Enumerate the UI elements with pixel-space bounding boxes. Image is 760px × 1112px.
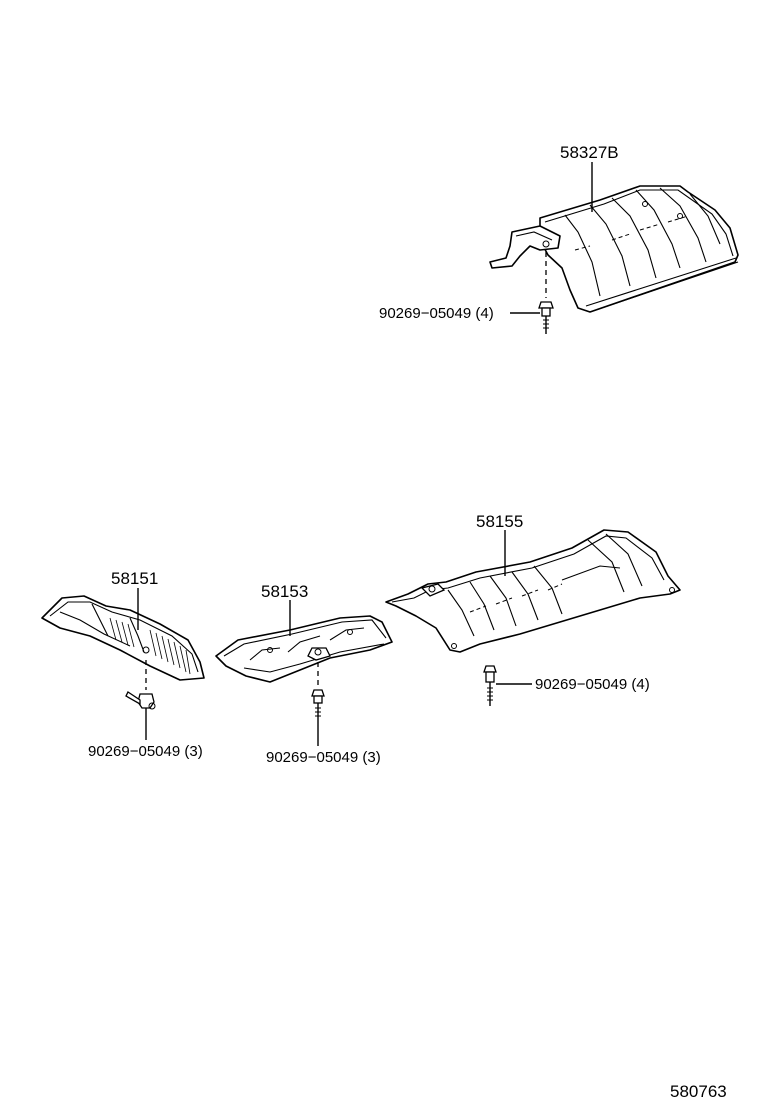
part-58153-illustration xyxy=(215,615,393,683)
illustration-number: 580763 xyxy=(670,1082,727,1101)
label-bolt-58153: 90269−05049 (3) xyxy=(266,749,381,766)
label-bolt-58327b: 90269−05049 (4) xyxy=(379,305,494,322)
label-58151: 58151 xyxy=(111,569,158,588)
label-bolt-58151: 90269−05049 (3) xyxy=(88,743,203,760)
hatching-58151 xyxy=(109,617,191,675)
label-58153: 58153 xyxy=(261,582,308,601)
part-58155-illustration xyxy=(385,529,681,653)
part-58327b-illustration xyxy=(489,185,739,313)
bolt-58153 xyxy=(311,662,325,722)
bolt-58151 xyxy=(125,660,156,710)
label-58327b: 58327B xyxy=(560,143,619,162)
label-58155: 58155 xyxy=(476,512,523,531)
bolt-58155 xyxy=(483,665,497,706)
label-bolt-58155: 90269−05049 (4) xyxy=(535,676,650,693)
part-58151-illustration xyxy=(41,595,205,681)
bolt-58327b xyxy=(538,252,554,334)
